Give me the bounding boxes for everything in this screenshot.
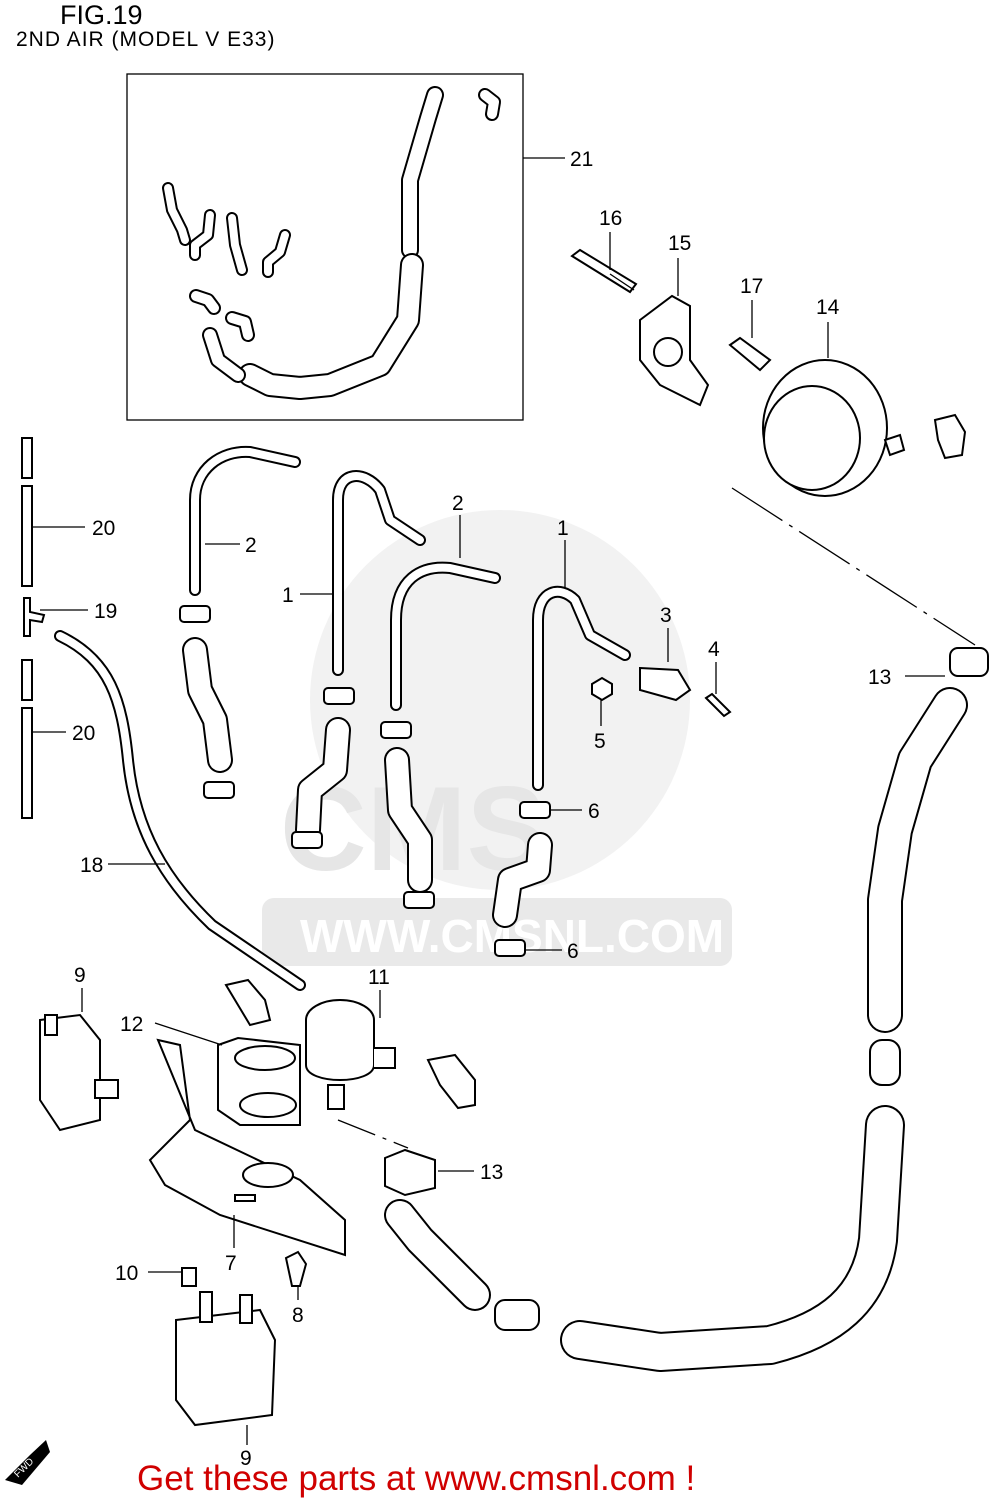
tube-20-top: [21, 437, 33, 587]
bracket-12: [217, 1036, 301, 1126]
callout-19: 19: [94, 600, 117, 623]
hose-kit-box: [126, 73, 524, 421]
clamp-13-lower: [384, 1148, 436, 1197]
callout-8: 8: [292, 1304, 304, 1327]
callout-5: 5: [594, 730, 606, 753]
pipe-17: [728, 336, 772, 372]
air-cut-valve-11: [305, 999, 396, 1110]
callout-6b: 6: [567, 940, 579, 963]
callout-20a: 20: [92, 517, 115, 540]
hose-kit-parts: [162, 86, 501, 400]
solenoid-valve-9-bottom: [175, 1291, 277, 1427]
callout-17: 17: [740, 275, 763, 298]
callout-7: 7: [225, 1252, 237, 1275]
pipe-2-left: [179, 445, 301, 799]
pipe-joint: [869, 1039, 901, 1086]
callout-13a: 13: [868, 666, 891, 689]
callout-21: 21: [570, 148, 593, 171]
callout-9b: 9: [240, 1447, 252, 1470]
pipe-joint-lower: [494, 1299, 540, 1331]
callout-16: 16: [599, 207, 622, 230]
callout-10: 10: [115, 1262, 138, 1285]
bolt-8: [284, 1250, 308, 1287]
pipe-1-right: [492, 585, 631, 957]
reed-valve-14: [762, 359, 967, 497]
callout-6a: 6: [588, 800, 600, 823]
callout-13b: 13: [480, 1161, 503, 1184]
elbow-hose-left: [224, 978, 272, 1027]
bolt-16: [570, 248, 638, 294]
tee-19: [23, 597, 46, 637]
nut-5: [591, 676, 613, 702]
callout-1b: 1: [557, 517, 569, 540]
figure-subtitle: 2ND AIR (MODEL V E33): [16, 28, 275, 51]
elbow-hose-right: [426, 1053, 476, 1110]
fwd-arrow-icon: FWD: [5, 1440, 50, 1485]
solenoid-valve-9-top: [39, 1013, 119, 1132]
callout-11: 11: [368, 966, 390, 989]
tube-20-bottom: [21, 659, 33, 819]
callout-2a: 2: [245, 534, 257, 557]
bolt-10: [181, 1267, 197, 1287]
bracket-7: [148, 1038, 346, 1257]
callout-20b: 20: [72, 722, 95, 745]
callout-4: 4: [708, 638, 720, 661]
gasket-3: [639, 666, 692, 702]
callout-15: 15: [668, 232, 691, 255]
callout-12: 12: [120, 1013, 143, 1036]
callout-1a: 1: [282, 584, 294, 607]
callout-2b: 2: [452, 492, 464, 515]
promo-banner: Get these parts at www.cmsnl.com !: [137, 1459, 695, 1498]
pipe-2-middle: [380, 561, 501, 909]
pipe-1-left: [291, 470, 426, 849]
clamp-13-top: [949, 647, 989, 677]
stud-4: [704, 692, 732, 718]
callout-3: 3: [660, 604, 672, 627]
callout-9a: 9: [74, 964, 86, 987]
callout-14: 14: [816, 296, 840, 319]
callout-18: 18: [80, 854, 103, 877]
figure-number: FIG.19: [60, 0, 143, 30]
